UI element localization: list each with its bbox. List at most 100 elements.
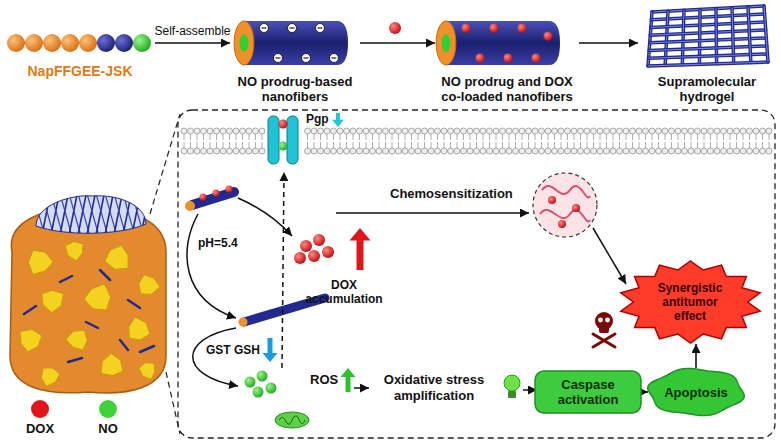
- legend-swatch: [99, 400, 117, 418]
- tumor-cell: [139, 363, 155, 380]
- lipid-tail: [743, 142, 744, 148]
- lipid-tail: [411, 142, 412, 148]
- lipid-tail: [398, 142, 399, 148]
- lipid-head: [727, 128, 733, 134]
- lipid-head: [409, 128, 415, 134]
- node-text: NO prodrug and DOX co-loaded nanofibers: [437, 74, 577, 104]
- lipid-head: [181, 128, 187, 134]
- tumor-cell: [139, 275, 160, 295]
- lipid-tail: [476, 134, 477, 140]
- negative-charge-sign: [304, 57, 309, 58]
- lipid-tail: [645, 142, 646, 148]
- lipid-tail: [717, 134, 718, 140]
- tumor-cell: [42, 290, 64, 312]
- lipid-tail: [184, 142, 185, 148]
- lipid-tail: [762, 134, 763, 140]
- legend-text: DOX: [26, 421, 54, 436]
- nanofiber: [234, 21, 348, 65]
- lipid-tail: [580, 142, 581, 148]
- lipid-head: [688, 148, 694, 154]
- lipid-head: [480, 128, 486, 134]
- lipid-tail: [736, 134, 737, 140]
- amino-acid-bead: [97, 34, 115, 52]
- lipid-head: [636, 128, 642, 134]
- lipid-head: [422, 148, 428, 154]
- lipid-head: [669, 128, 675, 134]
- lipid-head: [207, 148, 213, 154]
- lipid-tail: [353, 134, 354, 140]
- lipid-head: [363, 128, 369, 134]
- node-text: NO prodrug-based nanofibers: [232, 74, 358, 104]
- fiber-rod-highlight: [648, 62, 768, 66]
- lipid-tail: [723, 142, 724, 148]
- lipid-head: [604, 148, 610, 154]
- legend-item: NO: [86, 400, 130, 436]
- skull-eye: [605, 318, 610, 323]
- lipid-tail: [255, 134, 256, 140]
- lipid-tail: [658, 134, 659, 140]
- lipid-head: [487, 128, 493, 134]
- lipid-tail: [483, 142, 484, 148]
- lipid-head: [597, 128, 603, 134]
- lipid-head: [428, 148, 434, 154]
- outcome-blob-shape: [648, 368, 745, 415]
- lipid-head: [324, 148, 330, 154]
- amino-acid-bead: [133, 34, 151, 52]
- crossbone: [593, 334, 615, 347]
- lipid-head: [396, 148, 402, 154]
- no-molecule: [266, 383, 277, 394]
- lipid-head: [201, 128, 207, 134]
- lipid-tail: [359, 134, 360, 140]
- lipid-tail: [684, 142, 685, 148]
- lipid-head: [480, 148, 486, 154]
- lipid-tail: [756, 142, 757, 148]
- lipid-head: [747, 128, 753, 134]
- lipid-head: [467, 148, 473, 154]
- lipid-tail: [431, 134, 432, 140]
- lipid-tail: [496, 142, 497, 148]
- lipid-head: [318, 148, 324, 154]
- mesh-rod: [23, 190, 37, 240]
- dox-molecule: [548, 196, 556, 204]
- amino-acid-bead: [79, 34, 97, 52]
- lipid-tail: [262, 142, 263, 148]
- amino-acid-bead: [25, 34, 43, 52]
- lipid-tail: [632, 142, 633, 148]
- lipid-tail: [554, 142, 555, 148]
- lipid-head: [487, 148, 493, 154]
- tumor-tissue: [10, 209, 166, 393]
- lipid-tail: [340, 142, 341, 148]
- lipid-tail: [320, 142, 321, 148]
- lipid-tail: [333, 134, 334, 140]
- hydrogel-mesh: [648, 6, 768, 66]
- lipid-head: [513, 128, 519, 134]
- lipid-head: [454, 128, 460, 134]
- mesh-rod: [14, 190, 24, 240]
- lipid-head: [519, 128, 525, 134]
- lipid-head: [441, 148, 447, 154]
- lipid-head: [558, 148, 564, 154]
- lipid-tail: [437, 142, 438, 148]
- lipid-tail: [242, 142, 243, 148]
- lipid-tail: [229, 134, 230, 140]
- lipid-tail: [736, 142, 737, 148]
- mesh-rod: [32, 190, 46, 240]
- node-text: Supramolecular hydrogel: [640, 74, 774, 104]
- lipid-head: [766, 128, 772, 134]
- lipid-tail: [210, 142, 211, 148]
- dox-molecule: [200, 194, 207, 201]
- mesh-rod: [86, 190, 100, 240]
- lipid-head: [760, 148, 766, 154]
- lipid-head: [415, 128, 421, 134]
- lipid-head: [753, 128, 759, 134]
- lipid-tail: [418, 142, 419, 148]
- dox-molecule: [490, 24, 499, 33]
- lipid-head: [701, 148, 707, 154]
- lipid-head: [331, 128, 337, 134]
- lipid-head: [545, 148, 551, 154]
- negative-charge-sign: [262, 27, 267, 28]
- fiber-rod: [648, 62, 768, 66]
- lipid-tail: [535, 134, 536, 140]
- lipid-head: [357, 148, 363, 154]
- lipid-head: [682, 128, 688, 134]
